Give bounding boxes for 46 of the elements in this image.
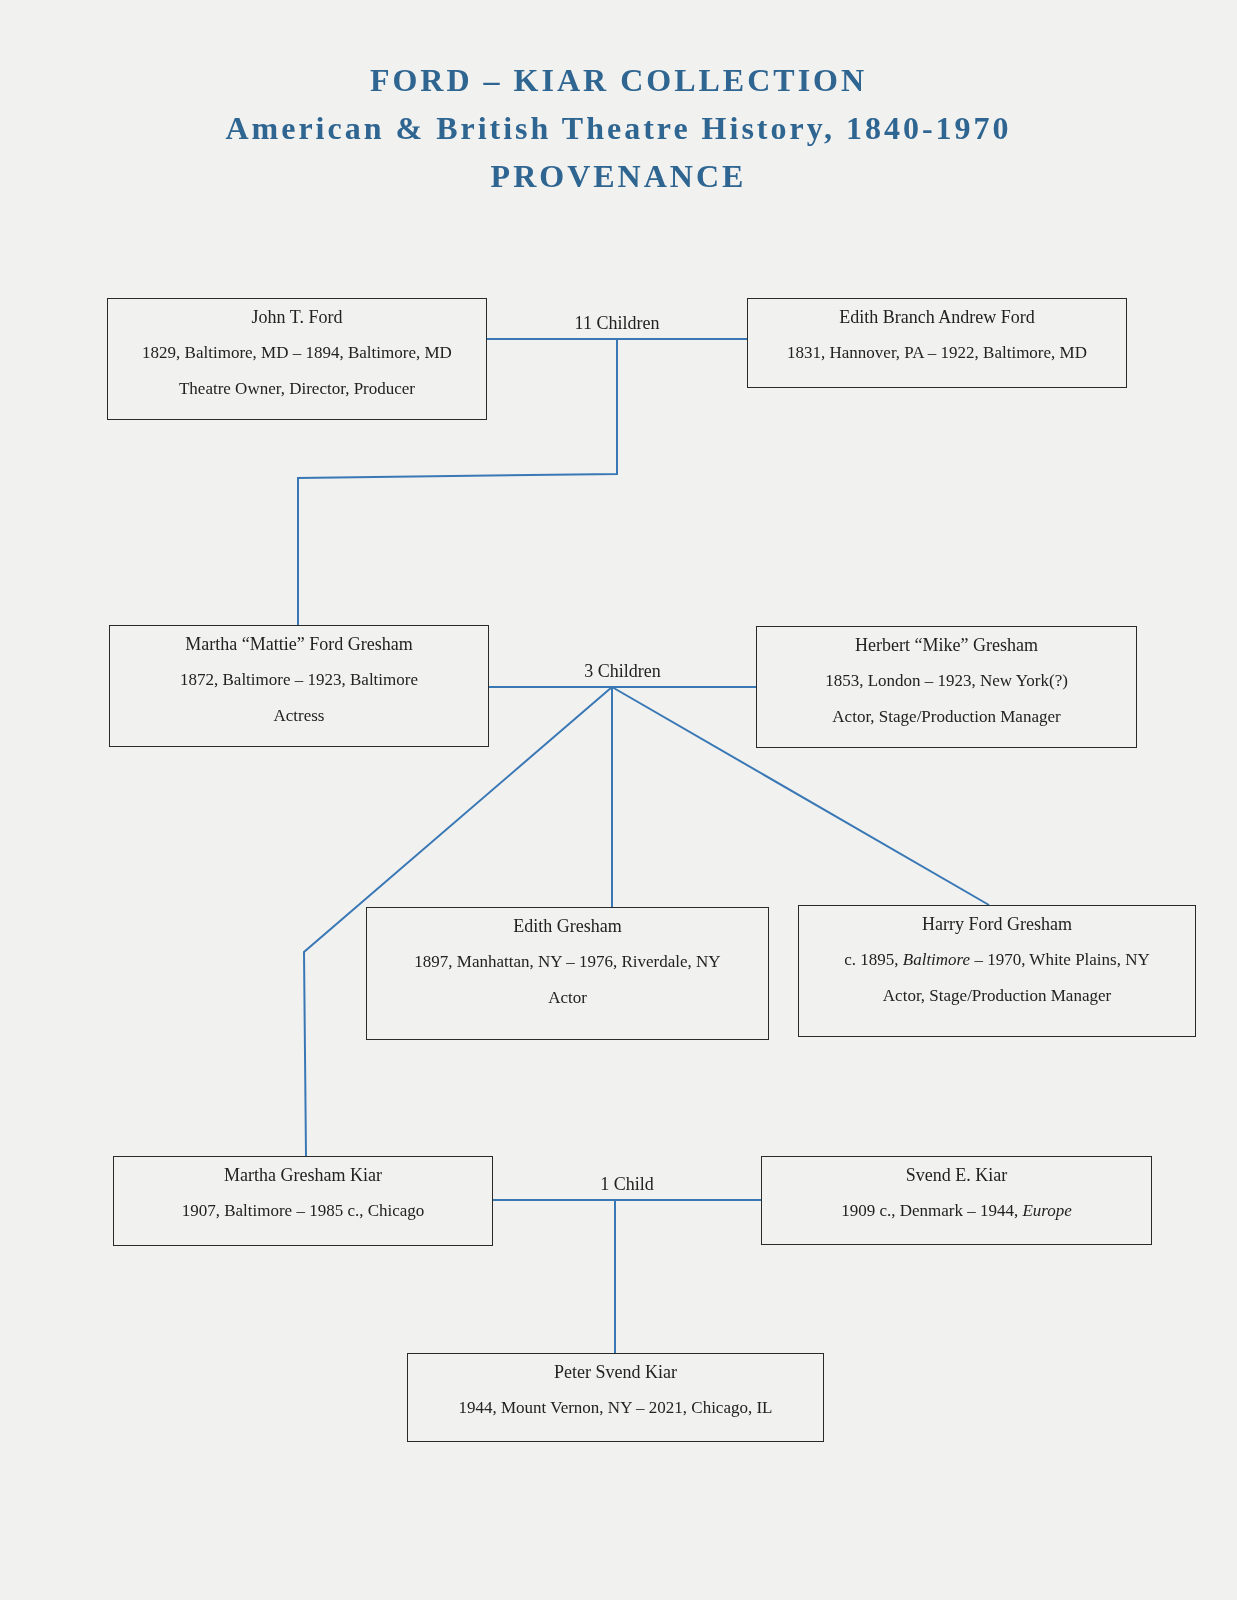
person-detail: Actress bbox=[273, 706, 325, 726]
title: FORD – KIAR COLLECTION bbox=[368, 62, 869, 99]
connector-line bbox=[611, 686, 990, 906]
person-detail: Actor bbox=[548, 988, 587, 1008]
connector-line bbox=[486, 338, 748, 340]
person-name: John T. Ford bbox=[251, 307, 343, 327]
connector-line bbox=[611, 686, 613, 908]
subtitle: American & British Theatre History, 1840-1970 bbox=[224, 110, 1013, 147]
person-name: Herbert “Mike” Gresham bbox=[855, 635, 1038, 655]
connector-line bbox=[492, 1199, 762, 1201]
person-name: Harry Ford Gresham bbox=[922, 914, 1072, 934]
person-detail: 1944, Mount Vernon, NY – 2021, Chicago, IL bbox=[458, 1398, 773, 1418]
edge-label: 1 Child bbox=[600, 1174, 654, 1195]
person-detail: c. 1895, Baltimore – 1970, White Plains, NY bbox=[844, 950, 1150, 970]
person-detail: Actor, Stage/Production Manager bbox=[882, 986, 1112, 1006]
person-name: Edith Gresham bbox=[513, 916, 622, 936]
person-box bbox=[756, 626, 1137, 748]
person-detail: Actor, Stage/Production Manager bbox=[832, 707, 1061, 727]
person-detail: 1907, Baltimore – 1985 c., Chicago bbox=[181, 1201, 425, 1221]
person-detail: 1897, Manhattan, NY – 1976, Riverdale, NY bbox=[414, 952, 721, 972]
person-box bbox=[366, 907, 769, 1040]
person-box bbox=[407, 1353, 824, 1442]
person-box bbox=[761, 1156, 1152, 1245]
edge-label: 3 Children bbox=[584, 661, 661, 682]
connector-line bbox=[297, 338, 618, 626]
person-box bbox=[747, 298, 1127, 388]
connector-line bbox=[488, 686, 757, 688]
person-name: Edith Branch Andrew Ford bbox=[839, 307, 1035, 327]
person-detail: 1872, Baltimore – 1923, Baltimore bbox=[180, 670, 418, 690]
person-name: Peter Svend Kiar bbox=[554, 1362, 677, 1382]
person-box bbox=[109, 625, 489, 747]
person-name: Martha Gresham Kiar bbox=[224, 1165, 382, 1185]
person-detail: 1853, London – 1923, New York(?) bbox=[825, 671, 1068, 691]
subtitle: PROVENANCE bbox=[489, 158, 748, 195]
edge-label: 11 Children bbox=[574, 313, 660, 334]
person-detail: Theatre Owner, Director, Producer bbox=[178, 379, 416, 399]
person-detail: 1829, Baltimore, MD – 1894, Baltimore, MD bbox=[142, 343, 452, 363]
person-box bbox=[113, 1156, 493, 1246]
person-detail: 1831, Hannover, PA – 1922, Baltimore, MD bbox=[787, 343, 1087, 363]
connector-line bbox=[303, 686, 613, 1157]
person-name: Martha “Mattie” Ford Gresham bbox=[185, 634, 413, 654]
person-detail: 1909 c., Denmark – 1944, Europe bbox=[841, 1201, 1072, 1221]
person-box bbox=[798, 905, 1196, 1037]
person-box bbox=[107, 298, 487, 420]
person-name: Svend E. Kiar bbox=[905, 1165, 1008, 1185]
connector-line bbox=[614, 1199, 616, 1354]
